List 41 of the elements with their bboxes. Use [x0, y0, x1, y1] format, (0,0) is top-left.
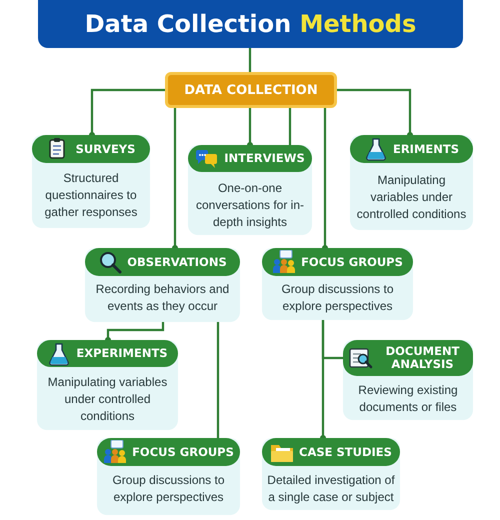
connector-line [105, 322, 164, 343]
card-description: Manipulating variables under controlled conditions [356, 172, 468, 222]
title-banner [38, 0, 463, 48]
method-card [85, 248, 240, 322]
card-heading: FOCUS GROUPS [132, 446, 234, 458]
card-heading: SURVEYS [76, 142, 136, 156]
method-card [188, 145, 312, 235]
card-heading: DOCUMENT ANALYSIS [384, 345, 460, 371]
connector-line [248, 48, 252, 72]
category-box [165, 72, 337, 108]
card-heading: EXPERIMENTS [76, 347, 168, 360]
connector-line [320, 320, 326, 441]
card-heading: OBSERVATIONS [127, 256, 227, 268]
card-description: Group discussions to explore perspectives [111, 472, 226, 506]
card-heading: ERIMENTS [392, 142, 460, 156]
method-card [32, 135, 150, 228]
connector-line [216, 322, 220, 438]
card-description: One-on-one conversations for in-depth insights [194, 180, 306, 230]
method-card [37, 340, 178, 430]
title-text: Data Collection Methods [84, 10, 416, 38]
card-description: Structured questionnaires to gather responses [44, 170, 138, 220]
card-heading: CASE STUDIES [299, 446, 392, 458]
method-card [343, 340, 473, 420]
connector-line [288, 108, 292, 145]
card-description: Manipulating variables under controlled conditions [46, 374, 168, 424]
card-description: Detailed investigation of a single case or subject [266, 472, 396, 506]
connector-line [89, 88, 165, 138]
category-label: DATA COLLECTION [184, 82, 318, 98]
method-card [350, 135, 473, 230]
card-heading: INTERVIEWS [224, 152, 305, 165]
method-card [97, 438, 240, 515]
connector-line [172, 108, 178, 251]
card-description: Recording behaviors and events as they occur [94, 281, 230, 315]
card-description: Group discussions to explore perspectives [280, 281, 395, 315]
connector-line [247, 108, 253, 148]
method-card [262, 438, 400, 510]
method-card [262, 248, 413, 320]
connector-line [337, 88, 413, 138]
card-heading: FOCUS GROUPS [301, 256, 403, 268]
connector-line [322, 108, 328, 251]
card-description: Reviewing existing documents or files [357, 382, 459, 416]
